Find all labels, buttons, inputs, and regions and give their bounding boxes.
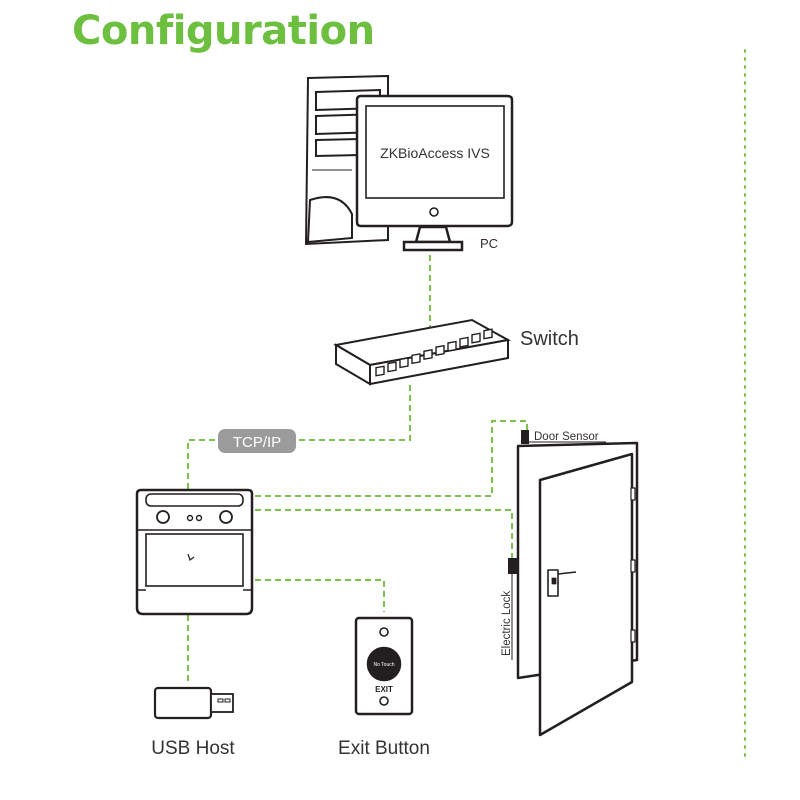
exit-button-face-text: EXIT bbox=[375, 685, 393, 694]
door-sensor-block bbox=[521, 430, 529, 444]
connector-lines bbox=[187, 49, 746, 761]
page-title: Configuration bbox=[72, 8, 375, 54]
exit-button-device bbox=[354, 616, 414, 716]
connector-switch-terminal bbox=[187, 385, 411, 490]
exit-button-touch-text: No Touch bbox=[373, 662, 394, 668]
tcp-ip-badge: TCP/IP bbox=[218, 429, 296, 453]
switch-label: Switch bbox=[520, 328, 579, 350]
pc-monitor bbox=[355, 94, 514, 252]
connector-door-sensor bbox=[255, 420, 528, 497]
pc-label: PC bbox=[480, 236, 498, 251]
usb-host-device bbox=[153, 686, 234, 720]
door-sensor-label: Door Sensor bbox=[534, 431, 599, 443]
connector-electric-lock bbox=[255, 509, 513, 558]
access-terminal bbox=[135, 488, 254, 616]
electric-lock-block bbox=[508, 558, 517, 574]
exit-button-label: Exit Button bbox=[338, 738, 430, 759]
connector-exit-button bbox=[255, 579, 385, 612]
monitor-screen-label: ZKBioAccess IVS bbox=[380, 145, 490, 161]
switch-device bbox=[333, 318, 511, 386]
door bbox=[516, 441, 639, 737]
electric-lock-label: Electric Lock bbox=[501, 591, 513, 656]
tcp-ip-label: TCP/IP bbox=[233, 434, 281, 451]
usb-host-label: USB Host bbox=[151, 738, 235, 759]
